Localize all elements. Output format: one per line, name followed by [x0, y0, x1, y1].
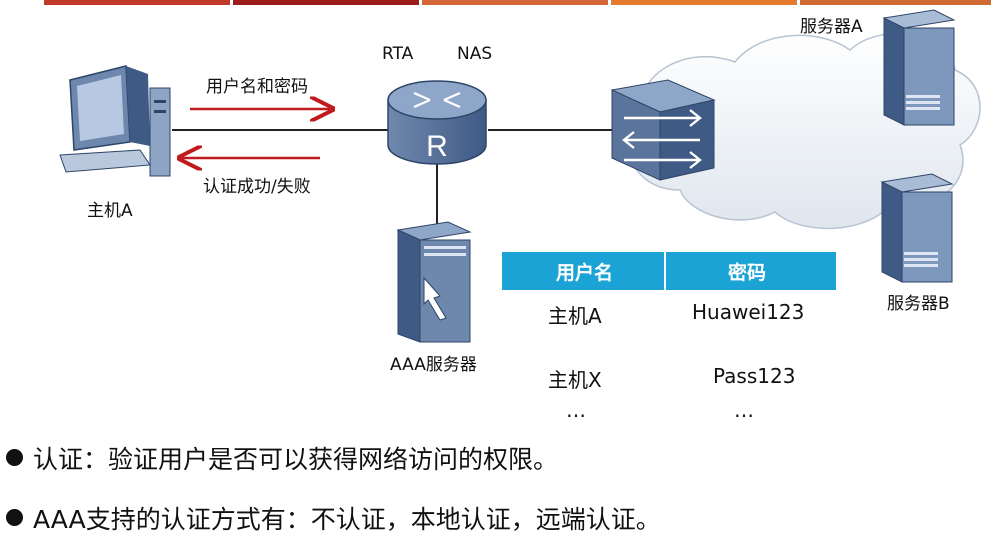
bullet-text: AAA支持的认证方式有：不认证，本地认证，远端认证。: [33, 505, 661, 534]
header-divider: [664, 252, 666, 290]
host-a-label: 主机A: [87, 201, 133, 221]
router-icon: R: [387, 80, 487, 165]
table-cell: Pass123: [713, 364, 796, 388]
top-bar-seg-5: [800, 0, 991, 5]
top-bar-seg-2: [233, 0, 419, 5]
table-cell: 主机A: [548, 304, 602, 328]
table-cell: 主机X: [548, 368, 602, 392]
aaa-server-label: AAA服务器: [390, 355, 477, 375]
rta-label: RTA: [382, 44, 414, 64]
table-cell: …: [566, 398, 586, 422]
table-cell: Huawei123: [692, 300, 805, 324]
header-username: 用户名: [556, 262, 614, 284]
top-bar-seg-1: [44, 0, 230, 5]
reply-label: 认证成功/失败: [203, 177, 311, 197]
table-cell: …: [734, 398, 754, 422]
top-bar-seg-4: [611, 0, 797, 5]
switch-icon: [610, 79, 716, 181]
nas-label: NAS: [457, 44, 493, 64]
bullet-dot: [6, 449, 23, 466]
svg-text:R: R: [426, 130, 448, 163]
server-a-icon: [882, 9, 956, 126]
server-b-icon: [880, 173, 954, 283]
header-password: 密码: [728, 262, 767, 284]
bullet-dot: [6, 509, 23, 526]
aaa-server-icon: [396, 221, 472, 343]
top-bar-seg-3: [422, 0, 608, 5]
server-a-label: 服务器A: [800, 17, 863, 37]
server-b-label: 服务器B: [887, 294, 950, 314]
computer-icon: [59, 65, 171, 177]
table-header: 用户名 密码: [502, 252, 836, 290]
bullet-auth-methods: AAA支持的认证方式有：不认证，本地认证，远端认证。: [6, 500, 661, 536]
send-label: 用户名和密码: [206, 77, 308, 97]
bullet-text: 认证：验证用户是否可以获得网络访问的权限。: [33, 445, 559, 474]
bullet-auth-definition: 认证：验证用户是否可以获得网络访问的权限。: [6, 440, 558, 476]
